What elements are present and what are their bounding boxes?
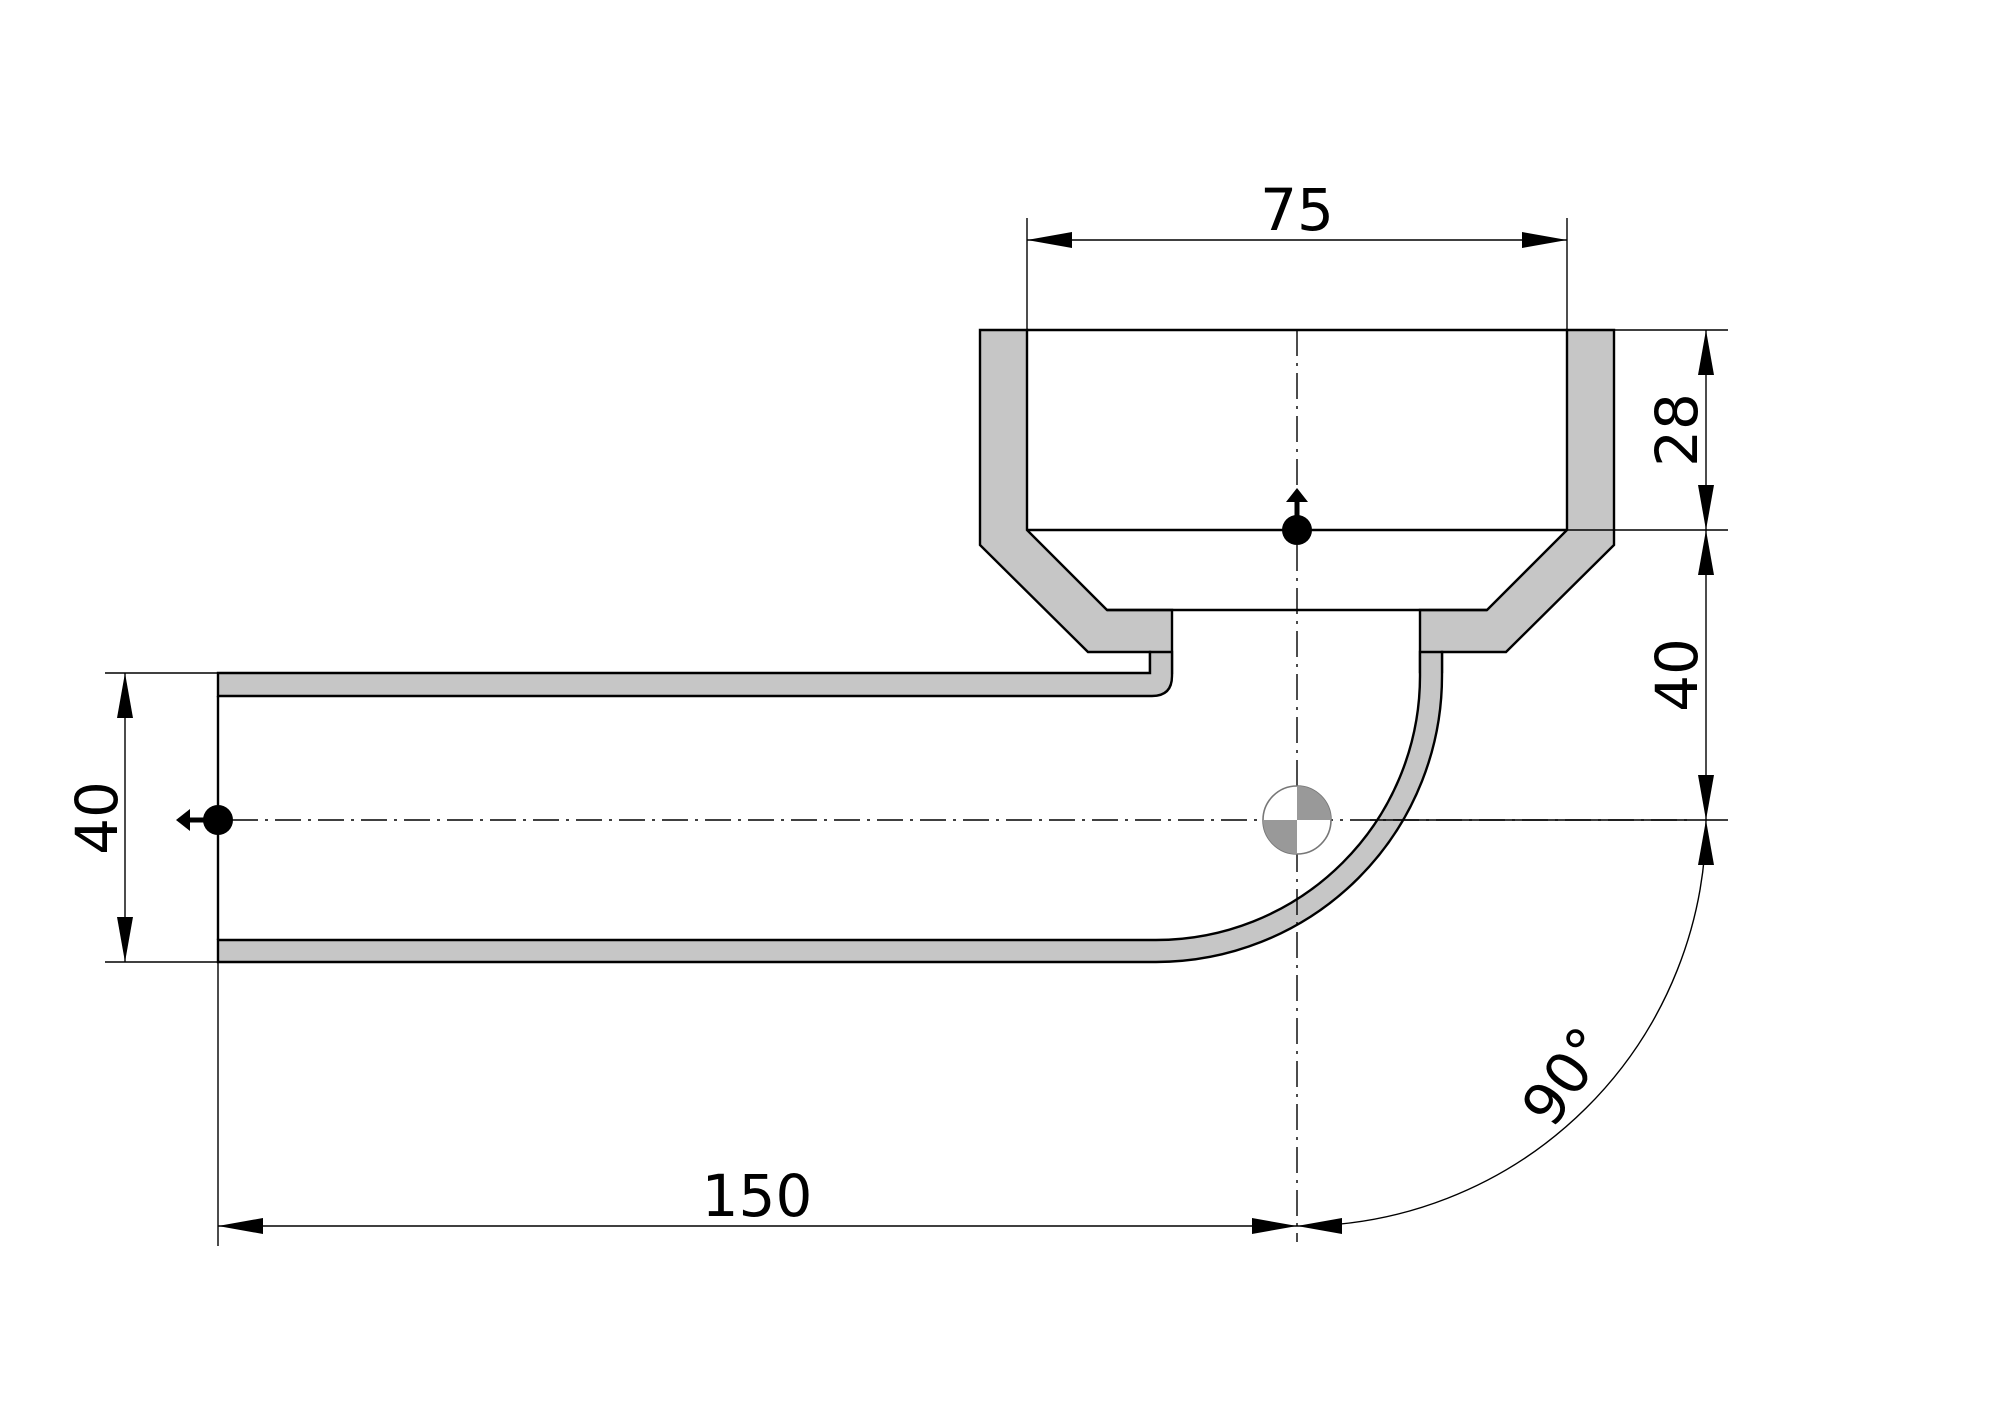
socket-right-wall (1418, 328, 1616, 674)
elbow-bend-wall (216, 650, 1444, 964)
dim-socket-depth: 28 (1567, 329, 1728, 531)
left-connection-marker (176, 805, 233, 835)
dim-angle: 90° (1296, 819, 1714, 1234)
pipe-elbow (216, 328, 1616, 964)
dim-right-offset-label: 40 (1643, 638, 1711, 712)
dim-socket-depth-label: 28 (1643, 393, 1711, 467)
dim-top-width: 75 (1026, 176, 1568, 330)
dim-bottom-length: 150 (217, 962, 1297, 1246)
upper-pipe-wall (216, 650, 1174, 698)
dim-left-height: 40 (63, 672, 218, 963)
dim-angle-label: 90° (1508, 1015, 1623, 1138)
top-connection-marker (1282, 488, 1312, 545)
bend-center-symbol (1262, 785, 1332, 855)
dim-bottom-length-label: 150 (702, 1162, 813, 1230)
dim-right-offset: 40 (1370, 530, 1728, 821)
dim-left-height-label: 40 (63, 781, 131, 855)
socket-left-wall (978, 328, 1174, 675)
dim-top-width-label: 75 (1260, 176, 1334, 244)
